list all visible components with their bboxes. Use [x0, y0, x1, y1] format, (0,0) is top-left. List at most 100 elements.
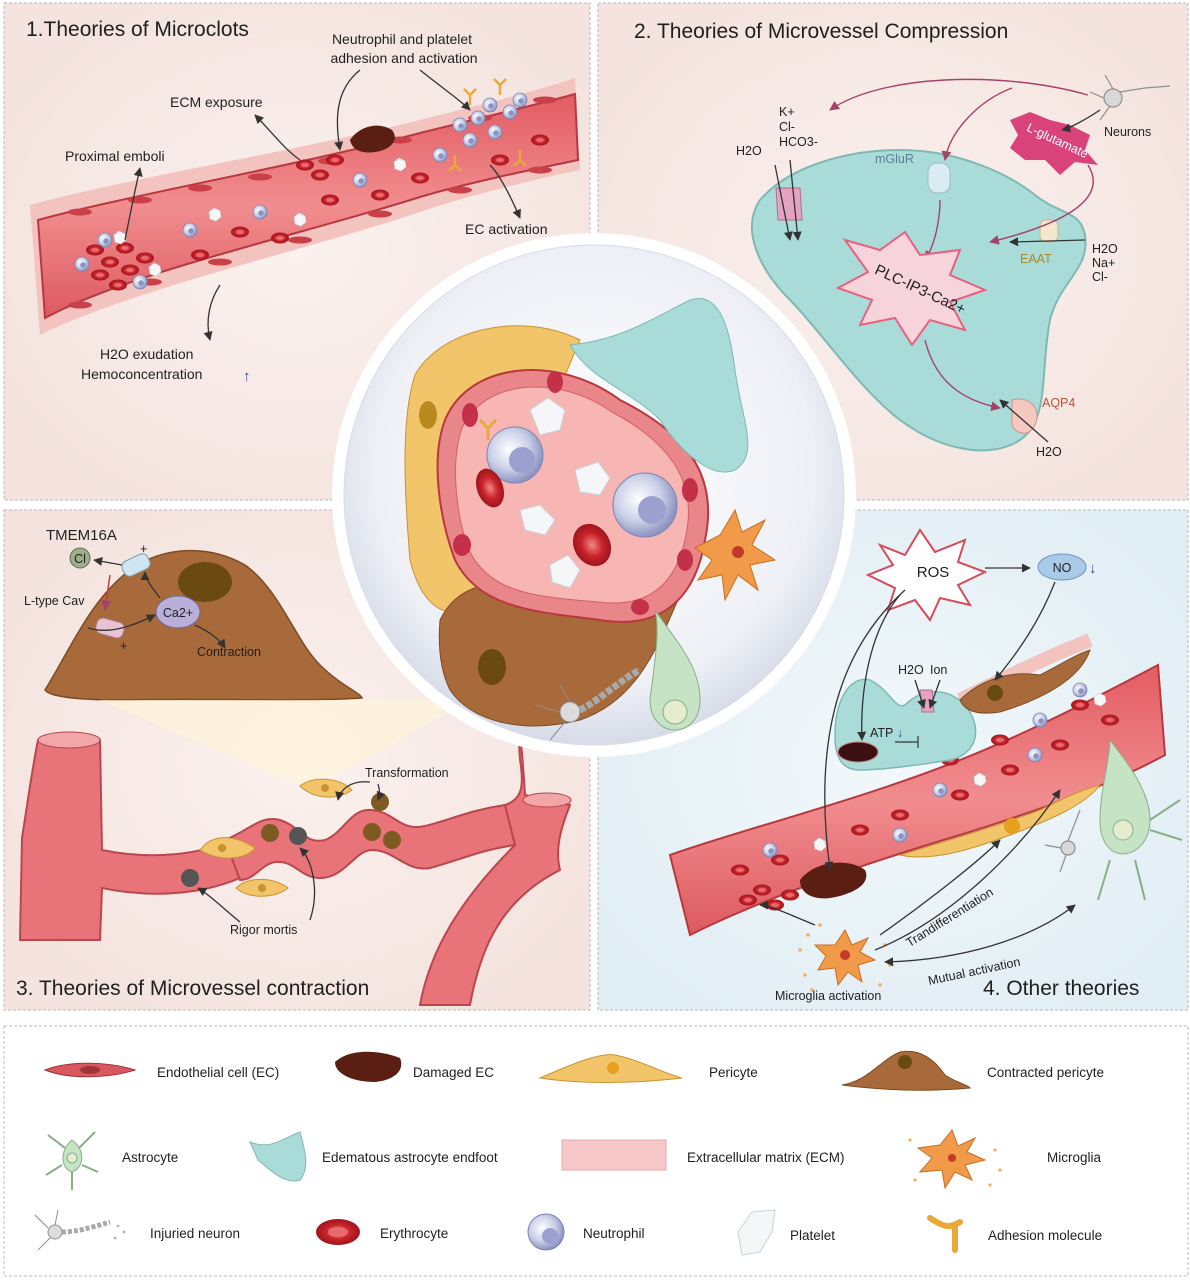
pericyte-nucleus	[178, 562, 232, 602]
label-cl-ion: Cl	[74, 552, 86, 566]
center-microglia	[694, 508, 777, 602]
panel-4-pericyte	[898, 784, 1102, 858]
panel-3-title: 3. Theories of Microvessel contraction	[16, 977, 369, 1000]
legend-label-microglia: Microglia	[1047, 1150, 1102, 1165]
legend-icons	[34, 1050, 1002, 1256]
calcium-ion-circle	[155, 595, 201, 629]
arrow-to-adhesion-site	[334, 69, 361, 151]
label-atp: ATP	[870, 726, 893, 740]
label-h2o-exudation: H2O exudation	[100, 346, 193, 362]
label-eaat: EAAT	[1020, 252, 1052, 266]
legend-labels: Endothelial cell (EC) Damaged EC Pericyt…	[122, 1065, 1104, 1243]
legend-damaged-ec-icon	[335, 1051, 402, 1082]
arrow-microglia-to-clot	[759, 900, 816, 926]
highlight-beam	[100, 700, 470, 790]
label-ec-activation: EC activation	[465, 221, 547, 237]
no-bubble	[1037, 553, 1087, 581]
tmem16a-channel	[121, 553, 151, 577]
label-aqp4: AQP4	[1042, 396, 1075, 410]
legend-label-ecm: Extracellular matrix (ECM)	[687, 1150, 845, 1165]
panel-1-title: 1.Theories of Microclots	[26, 18, 249, 41]
vessel-wall-endothelium	[68, 96, 557, 309]
arrow-transformation-left	[335, 781, 371, 801]
label-cl: Cl-	[779, 120, 795, 134]
vessel-left-opening	[37, 731, 101, 749]
arrow-proximal-emboli	[124, 167, 143, 241]
label-proximal-emboli: Proximal emboli	[65, 148, 165, 164]
legend-label-platelet: Platelet	[790, 1228, 835, 1243]
arrow-to-neutrophils	[419, 69, 471, 111]
label-h2o-top: H2O	[736, 144, 762, 158]
legend-label-contracted-pericyte: Contracted pericyte	[987, 1065, 1104, 1080]
label-tmem16a: TMEM16A	[46, 527, 117, 544]
inhibition-symbol	[895, 736, 919, 748]
neuron-top-right	[1089, 74, 1171, 121]
arrow-h2o-channel	[914, 679, 926, 709]
arrow-h2o-influx	[774, 164, 793, 241]
panel-3-contraction: TMEM16A Cl + L-type Cav + Ca2+ Contracti…	[16, 527, 572, 1006]
legend-contracted-pericyte-icon	[841, 1050, 971, 1091]
arrow-ecm-exposure	[254, 114, 301, 161]
vessel-left-branch	[18, 739, 242, 941]
center-astrocyte	[649, 609, 701, 731]
center-astrocyte-endfoot	[569, 297, 749, 473]
legend-astrocyte-icon	[45, 1131, 99, 1190]
panel-4-other: ROS NO ↓ ATP ↓ H2O Ion	[668, 528, 1183, 1003]
arrow-depolarization	[101, 574, 112, 612]
label-mglur: mGluR	[875, 152, 914, 166]
center-cross-section	[332, 233, 856, 757]
panel-4-microglia	[798, 923, 892, 992]
center-contracted-nucleus	[478, 649, 506, 685]
arrow-ca-to-tmem16a	[140, 571, 161, 599]
legend-label-endothelial-cell: Endothelial cell (EC)	[157, 1065, 279, 1080]
arrow-glutamate-to-eaat	[989, 164, 1094, 245]
label-l-type-cav: L-type Cav	[24, 594, 85, 608]
label-neurons: Neurons	[1104, 125, 1151, 139]
legend-label-pericyte: Pericyte	[709, 1065, 758, 1080]
plc-ip3-ca-burst	[835, 230, 988, 347]
legend-label-astrocyte: Astrocyte	[122, 1150, 178, 1165]
arrow-rigor-right	[299, 847, 316, 921]
label-ca: Ca2+	[163, 606, 193, 620]
label-hemoconcentration: Hemoconcentration	[81, 366, 202, 382]
panel-4-title: 4. Other theories	[983, 977, 1139, 1000]
panel-4-pericyte-nucleus-2	[1004, 818, 1020, 834]
damaged-ec-patch	[350, 125, 395, 153]
arrow-ion-influx	[789, 159, 802, 241]
arrow-to-contraction	[194, 624, 226, 649]
panel-4-pericyte-nucleus	[987, 685, 1003, 701]
cl-ion-circle	[69, 547, 91, 569]
l-type-cav-channel	[95, 617, 125, 639]
legend-label-neutrophil: Neutrophil	[583, 1226, 645, 1241]
legend-label-adhesion-molecule: Adhesion molecule	[988, 1228, 1102, 1243]
label-ion: Ion	[930, 663, 947, 677]
arrow-ros-to-endfoot	[857, 594, 901, 741]
legend-label-erythrocyte: Erythrocyte	[380, 1226, 448, 1241]
arrow-neuron-to-mglur	[941, 87, 1013, 161]
arrow-ca-influx	[87, 614, 156, 631]
legend-label-astrocyte-endfoot: Edematous astrocyte endfoot	[322, 1150, 498, 1165]
center-ec-nuclei	[453, 371, 698, 615]
legend-platelet-icon	[737, 1209, 776, 1256]
panel-2-title: 2. Theories of Microvessel Compression	[634, 20, 1008, 43]
panel-4-clot	[739, 862, 867, 911]
label-transformation: Transformation	[365, 766, 449, 780]
legend-astrocyte-endfoot-icon	[249, 1131, 307, 1182]
arrow-h2o-aqp4	[999, 399, 1049, 443]
label-neutrophil-adhesion-1: Neutrophil and platelet	[332, 31, 472, 47]
up-arrow-icon: ↑	[243, 368, 251, 385]
legend-label-injured-neuron: Injuried neuron	[150, 1226, 240, 1241]
arrow-transformation-right	[376, 783, 386, 801]
panel-1-microclots: 1.Theories of Microclots	[26, 18, 580, 385]
arrow-ec-activation	[489, 164, 521, 219]
legend-adhesion-molecule-icon	[927, 1215, 963, 1253]
center-pericyte-nucleus	[419, 401, 437, 429]
legend-injured-neuron-icon	[34, 1209, 126, 1251]
label-plus-2: +	[120, 639, 127, 653]
panel-4-astrocyte	[1097, 738, 1183, 901]
label-microglia-activation: Microglia activation	[775, 989, 881, 1003]
arrow-neuron-glutamate	[1061, 109, 1101, 133]
atp-down-arrow-icon: ↓	[897, 726, 903, 740]
label-hco3: HCO3-	[779, 135, 818, 149]
